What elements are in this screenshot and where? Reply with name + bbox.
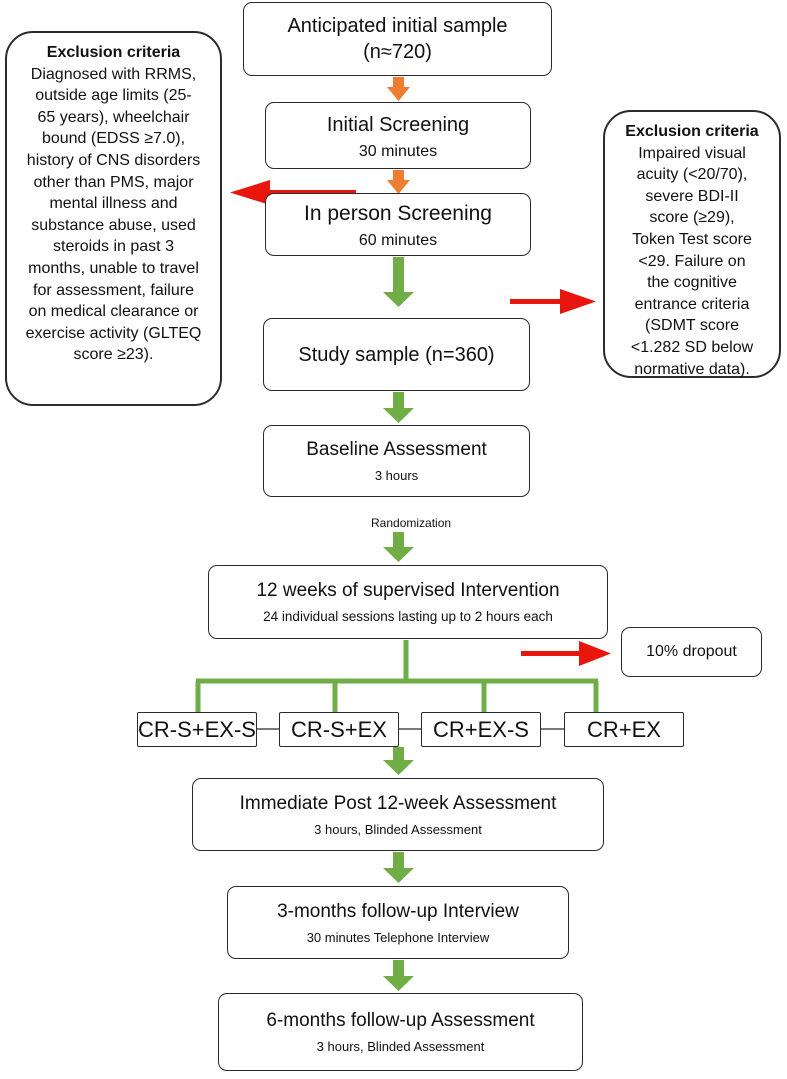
followup-3-months-box: 3-months follow-up Interview 30 minutes … xyxy=(227,886,569,959)
exclusion-right-line: acuity (<20/70), xyxy=(636,166,748,184)
in-person-screening-box: In person Screening 60 minutes xyxy=(265,193,531,256)
exclusion-right-heading: Exclusion criteria xyxy=(625,123,759,140)
exclusion-criteria-left: Exclusion criteria Diagnosed with RRMS, … xyxy=(5,31,222,406)
initial-screening-duration: 30 minutes xyxy=(358,142,438,160)
anticipated-sample-n: (n≈720) xyxy=(363,41,432,63)
anticipated-sample-title: Anticipated initial sample xyxy=(287,15,508,37)
exclusion-right-line: (SDMT score xyxy=(645,317,739,335)
study-sample-title: Study sample (n=360) xyxy=(298,343,495,366)
arm-box: CR-S+EX xyxy=(279,712,399,747)
green-down-arrow-6 xyxy=(383,960,414,991)
exclusion-left-line: outside age limits (25- xyxy=(35,87,192,105)
arm-label: CR-S+EX xyxy=(291,716,387,742)
green-down-arrow-3 xyxy=(383,532,414,562)
baseline-assessment-box: Baseline Assessment 3 hours xyxy=(263,425,530,497)
green-down-arrow-2 xyxy=(383,392,414,423)
arm-label: CR+EX-S xyxy=(433,716,529,742)
arm-box: CR-S+EX-S xyxy=(137,712,257,747)
exclusion-left-line: exercise activity (GLTEQ xyxy=(25,324,202,342)
post-assessment-box: Immediate Post 12-week Assessment 3 hour… xyxy=(192,778,604,851)
orange-down-arrow-1 xyxy=(387,77,410,101)
anticipated-sample-box: Anticipated initial sample (n≈720) xyxy=(243,2,552,76)
in-person-screening-duration: 60 minutes xyxy=(358,231,438,249)
exclusion-left-line: steroids in past 3 xyxy=(53,238,174,256)
exclusion-left-heading: Exclusion criteria xyxy=(46,44,181,61)
in-person-screening-title: In person Screening xyxy=(304,201,492,225)
red-arrow-right-dropout xyxy=(521,641,611,666)
green-down-arrow-5 xyxy=(383,852,414,883)
intervention-title: 12 weeks of supervised Intervention xyxy=(256,580,560,601)
followup-3-months-title: 3-months follow-up Interview xyxy=(277,900,519,922)
exclusion-left-line: Diagnosed with RRMS, xyxy=(30,65,197,83)
exclusion-left-line: other than PMS, major xyxy=(33,173,194,191)
green-down-arrow-1 xyxy=(383,257,414,307)
red-arrow-left xyxy=(230,180,356,205)
exclusion-left-line: bound (EDSS ≥7.0), xyxy=(41,130,186,148)
orange-down-arrow-2 xyxy=(387,170,410,194)
post-assessment-title: Immediate Post 12-week Assessment xyxy=(239,792,557,814)
exclusion-right-line: score (≥29), xyxy=(649,209,735,227)
exclusion-right-line: severe BDI-II xyxy=(645,187,739,205)
exclusion-left-line: for assessment, failure xyxy=(33,281,194,299)
exclusion-left-line: on medical clearance or xyxy=(28,303,199,321)
followup-6-months-detail: 3 hours, Blinded Assessment xyxy=(316,1039,485,1054)
exclusion-right-line: Impaired visual xyxy=(638,144,746,162)
followup-6-months-title: 6-months follow-up Assessment xyxy=(266,1010,535,1031)
arm-label: CR-S+EX-S xyxy=(138,716,256,742)
arm-box: CR+EX xyxy=(564,712,684,747)
exclusion-left-line: months, unable to travel xyxy=(28,259,199,277)
exclusion-right-line: <1.282 SD below xyxy=(630,338,754,356)
exclusion-left-line: substance abuse, used xyxy=(31,216,196,234)
exclusion-left-line: 65 years), wheelchair xyxy=(37,108,190,126)
study-sample-box: Study sample (n=360) xyxy=(263,318,530,391)
followup-3-months-detail: 30 minutes Telephone Interview xyxy=(306,929,490,945)
exclusion-left-line: score ≥23). xyxy=(73,346,154,364)
exclusion-right-line: entrance criteria xyxy=(634,295,750,313)
dropout-box: 10% dropout xyxy=(621,627,762,677)
exclusion-right-line: <29. Failure on xyxy=(638,252,746,270)
arm-label: CR+EX xyxy=(587,716,661,742)
green-down-arrow-4 xyxy=(383,747,414,775)
exclusion-right-line: Token Test score xyxy=(632,230,752,248)
baseline-assessment-duration: 3 hours xyxy=(374,468,419,483)
exclusion-left-line: mental illness and xyxy=(49,195,178,213)
exclusion-criteria-right: Exclusion criteria Impaired visual acuit… xyxy=(603,110,781,378)
intervention-box: 12 weeks of supervised Intervention 24 i… xyxy=(208,565,608,639)
intervention-sessions: 24 individual sessions lasting up to 2 h… xyxy=(263,609,553,624)
followup-6-months-box: 6-months follow-up Assessment 3 hours, B… xyxy=(218,993,583,1071)
exclusion-right-line: normative data). xyxy=(634,360,750,378)
exclusion-left-line: history of CNS disorders xyxy=(26,151,201,169)
exclusion-right-line: the cognitive xyxy=(647,274,737,292)
randomization-label: Randomization xyxy=(371,516,452,530)
post-assessment-detail: 3 hours, Blinded Assessment xyxy=(314,821,482,837)
red-arrow-right-exclusion xyxy=(510,289,596,314)
initial-screening-title: Initial Screening xyxy=(326,113,470,136)
baseline-assessment-title: Baseline Assessment xyxy=(306,439,487,460)
dropout-label: 10% dropout xyxy=(646,643,737,660)
initial-screening-box: Initial Screening 30 minutes xyxy=(265,102,531,169)
arm-box: CR+EX-S xyxy=(421,712,541,747)
